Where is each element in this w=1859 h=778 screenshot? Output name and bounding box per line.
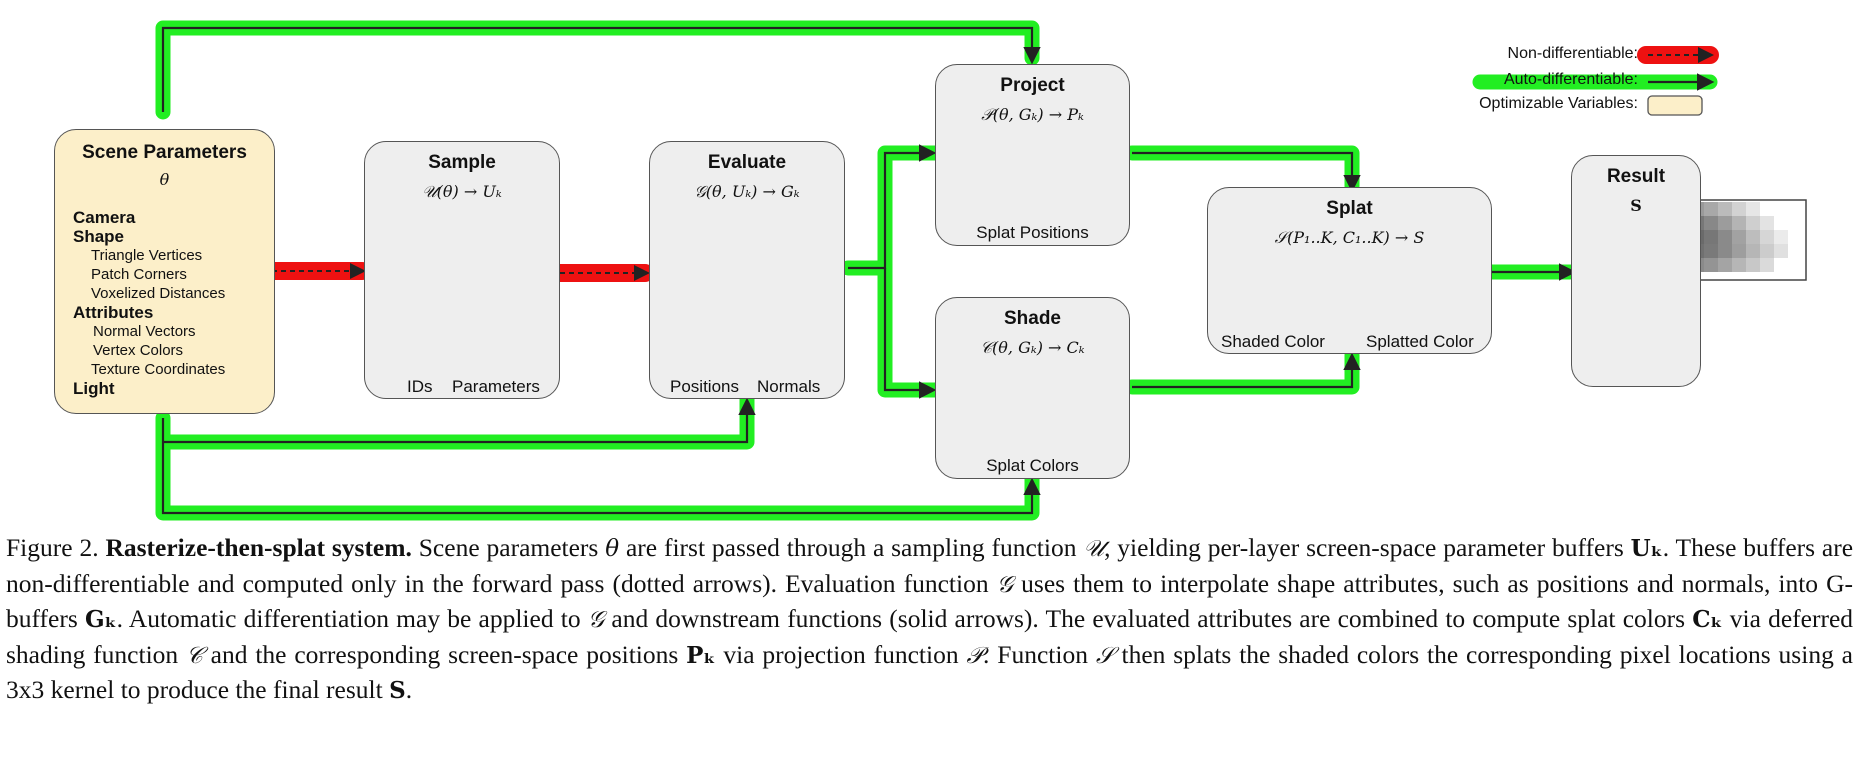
caption-math: Pₖ [686,641,716,669]
figure-caption: Figure 2. Rasterize-then-splat system. S… [6,531,1853,709]
caption-text: . Automatic differentiation may be appli… [116,604,581,633]
evaluate-box: Evaluate 𝒢(θ, Uₖ) → Gₖ Positions Normals [649,141,845,399]
caption-text: . [405,675,413,704]
caption-prefix: Figure 2. [6,533,99,562]
project-box: Project 𝒫(θ, Gₖ) → Pₖ Splat Positions [935,64,1130,246]
attributes-label: Attributes [73,303,154,322]
zoom-inset [1687,199,1807,281]
caption-title: Rasterize-then-splat system. [105,533,412,562]
caption-math: Cₖ [1692,606,1723,633]
scene-parameter-list: Camera Shape Triangle Vertices Patch Cor… [73,208,225,398]
caption-text: , yielding per-layer screen-space parame… [1104,533,1624,562]
positions-label: Positions [670,377,739,396]
attr-item: Texture Coordinates [91,361,226,378]
splat-box: Splat 𝒮(P₁..K, C₁..K) → S Shaded Color S… [1207,187,1492,354]
caption-math: 𝒞 [186,642,203,669]
shaded-color-label: Shaded Color [1221,332,1325,351]
attr-item: Vertex Colors [93,342,184,359]
shade-equation: 𝒞(θ, Gₖ) → Cₖ [980,338,1085,357]
project-title: Project [1000,75,1065,96]
splat-positions-label: Splat Positions [976,223,1089,242]
caption-math: 𝒫 [966,642,984,669]
legend-non-diff: Non-differentiable: [1507,45,1638,62]
result-title: Result [1606,166,1666,187]
evaluate-equation: 𝒢(θ, Uₖ) → Gₖ [694,182,800,201]
caption-math: Uₖ [1630,535,1663,562]
caption-math: θ [605,536,620,562]
ids-label: IDs [407,377,433,396]
shade-box: Shade 𝒞(θ, Gₖ) → Cₖ Splat Colors [935,297,1130,479]
caption-text: . These buffers are non-differentiable a… [6,533,1854,598]
caption-text: Scene parameters [418,533,599,562]
legend-auto-diff: Auto-differentiable: [1503,71,1638,88]
caption-math: 𝒰 [1083,536,1105,562]
result-symbol: S [1630,196,1642,215]
caption-text: and downstream functions (solid arrows).… [611,604,1686,633]
caption-math: S [389,677,406,704]
evaluate-title: Evaluate [707,152,787,173]
splatted-color-label: Splatted Color [1366,332,1474,351]
project-equation: 𝒫(θ, Gₖ) → Pₖ [981,105,1084,124]
shape-label: Shape [73,227,125,246]
splat-title: Splat [1326,198,1373,219]
attr-item: Normal Vectors [93,323,196,340]
caption-text: via projection function [723,639,959,669]
caption-math: 𝒢 [996,571,1014,598]
optimizable-swatch [1647,95,1703,116]
caption-math: Gₖ [84,606,117,633]
caption-text: and the corresponding screen-space posit… [210,639,679,669]
camera-label: Camera [73,208,136,227]
caption-math: 𝒢 [587,607,605,633]
caption-text: . Function [983,639,1088,669]
legend-optimizable: Optimizable Variables: [1479,95,1638,112]
scene-theta: θ [159,170,170,189]
caption-text: via deferred shading function [6,604,1854,669]
caption-math: 𝒮 [1095,642,1114,669]
result-box: Result S [1571,155,1701,387]
parameters-label: Parameters [452,377,540,396]
splat-equation: 𝒮(P₁..K, C₁..K) → S [1274,228,1425,247]
scene-parameters-box: Scene Parameters θ Camera Shape Triangle… [54,129,275,414]
sample-equation: 𝒰(θ) → Uₖ [422,182,502,201]
splat-colors-label: Splat Colors [986,456,1079,475]
shade-title: Shade [1003,308,1062,329]
dashed-arrows [272,47,1714,281]
shape-item: Triangle Vertices [91,247,203,264]
normals-label: Normals [757,377,821,396]
caption-text: then splats the shaded colors the corres… [6,639,1853,705]
light-label: Light [73,379,115,398]
caption-text: are first passed through a sampling func… [625,533,1077,562]
shape-item: Voxelized Distances [91,285,226,302]
shape-item: Patch Corners [91,266,187,283]
sample-box: Sample 𝒰(θ) → Uₖ IDs Parameters [364,141,560,399]
caption-text: uses them to interpolate shape attribute… [6,568,1854,634]
scene-parameters-title: Scene Parameters [82,142,247,163]
sample-title: Sample [428,152,496,173]
